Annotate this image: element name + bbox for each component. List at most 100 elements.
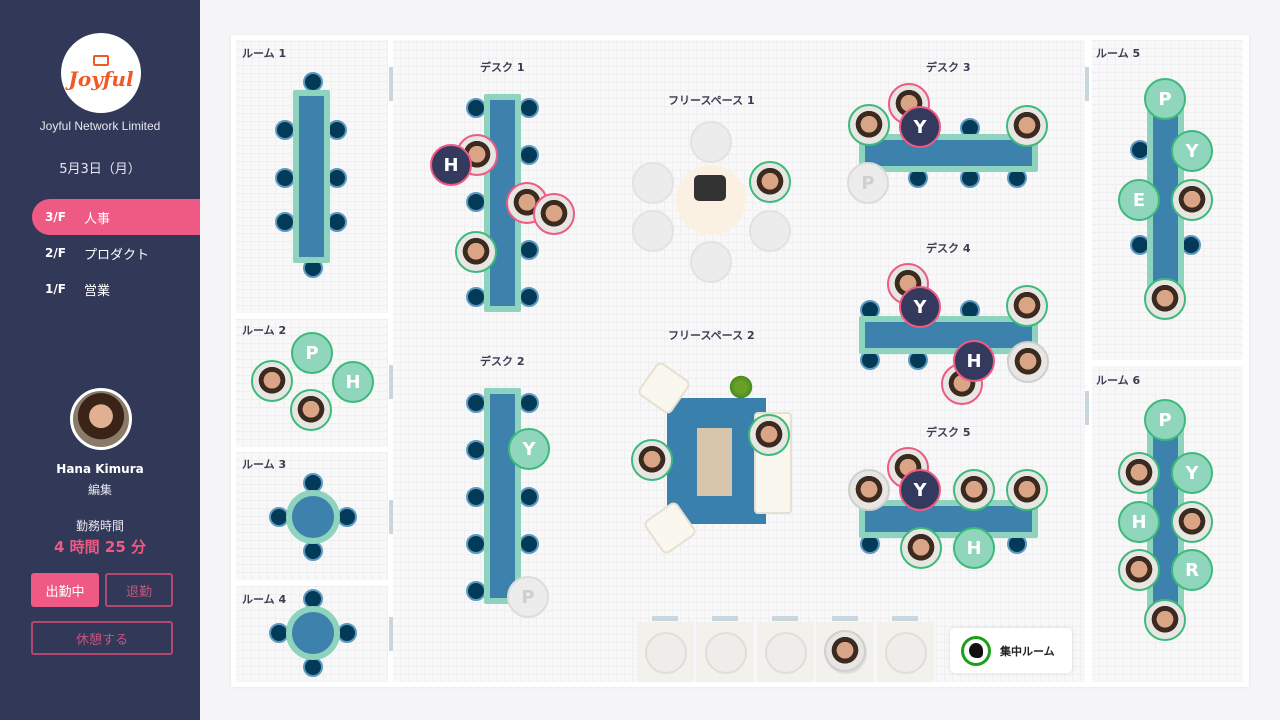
user-initial-avatar[interactable]: P: [507, 576, 549, 618]
chair[interactable]: [337, 623, 357, 643]
break-button[interactable]: 休憩する: [31, 621, 173, 655]
user-initial-avatar[interactable]: P: [291, 332, 333, 374]
user-avatar[interactable]: [900, 527, 942, 569]
chair[interactable]: [466, 487, 486, 507]
chair[interactable]: [466, 287, 486, 307]
empty-seat[interactable]: [632, 162, 674, 204]
user-avatar[interactable]: [749, 161, 791, 203]
clock-out-button[interactable]: 退勤: [105, 573, 173, 607]
user-initial-avatar[interactable]: P: [1144, 399, 1186, 441]
area-label: ルーム 1: [242, 47, 287, 60]
user-avatar[interactable]: [1006, 285, 1048, 327]
user-avatar[interactable]: [848, 469, 890, 511]
chair[interactable]: [303, 72, 323, 92]
empty-seat[interactable]: [749, 210, 791, 252]
chair[interactable]: [519, 240, 539, 260]
booth[interactable]: [757, 622, 814, 682]
user-avatar[interactable]: [953, 469, 995, 511]
user-initial-avatar[interactable]: Y: [1171, 130, 1213, 172]
chair[interactable]: [466, 192, 486, 212]
chair[interactable]: [327, 212, 347, 232]
chat-icon: [93, 55, 109, 66]
company-logo: Joyful: [61, 33, 141, 113]
user-initial-avatar[interactable]: H: [1118, 501, 1160, 543]
user-avatar[interactable]: [1006, 469, 1048, 511]
user-initial-avatar[interactable]: Y: [899, 469, 941, 511]
booth[interactable]: [697, 622, 754, 682]
chair[interactable]: [327, 120, 347, 140]
user-avatar[interactable]: [1118, 549, 1160, 591]
user-avatar[interactable]: [455, 231, 497, 273]
user-avatar[interactable]: [290, 389, 332, 431]
chair[interactable]: [275, 120, 295, 140]
work-time-label: 勤務時間: [75, 519, 124, 533]
door: [1085, 391, 1089, 425]
empty-seat[interactable]: [705, 632, 747, 674]
user-avatar[interactable]: [70, 388, 132, 450]
user-initial-avatar[interactable]: R: [1171, 549, 1213, 591]
empty-seat[interactable]: [690, 241, 732, 283]
chair[interactable]: [275, 168, 295, 188]
user-initial-avatar[interactable]: H: [953, 340, 995, 382]
empty-seat[interactable]: [765, 632, 807, 674]
user-avatar[interactable]: [824, 630, 866, 672]
chair[interactable]: [466, 581, 486, 601]
floor-number: 3/F: [45, 210, 66, 224]
chair[interactable]: [466, 98, 486, 118]
chair[interactable]: [275, 212, 295, 232]
chair[interactable]: [303, 541, 323, 561]
user-initial-avatar[interactable]: Y: [508, 428, 550, 470]
area-label: ルーム 4: [242, 593, 287, 606]
user-initial-avatar[interactable]: P: [847, 162, 889, 204]
chair[interactable]: [519, 145, 539, 165]
chair[interactable]: [1181, 235, 1201, 255]
chair[interactable]: [466, 534, 486, 554]
plant-icon: [728, 374, 754, 400]
user-initial-avatar[interactable]: H: [430, 144, 472, 186]
user-initial-avatar[interactable]: Y: [1171, 452, 1213, 494]
user-avatar[interactable]: [1007, 341, 1049, 383]
user-avatar[interactable]: [1144, 278, 1186, 320]
booth[interactable]: [637, 622, 694, 682]
chair[interactable]: [337, 507, 357, 527]
user-avatar[interactable]: [848, 104, 890, 146]
user-initial-avatar[interactable]: Y: [899, 106, 941, 148]
chair[interactable]: [466, 440, 486, 460]
chair[interactable]: [519, 487, 539, 507]
empty-seat[interactable]: [885, 632, 927, 674]
floor-number: 2/F: [45, 246, 66, 260]
chair[interactable]: [519, 287, 539, 307]
user-initial-avatar[interactable]: H: [953, 527, 995, 569]
empty-seat[interactable]: [632, 210, 674, 252]
user-avatar[interactable]: [1144, 599, 1186, 641]
area-label: ルーム 5: [1096, 47, 1141, 60]
user-avatar[interactable]: [251, 360, 293, 402]
area-label: デスク 1: [480, 61, 525, 74]
chair[interactable]: [519, 534, 539, 554]
chair[interactable]: [519, 393, 539, 413]
user-initial-avatar[interactable]: E: [1118, 179, 1160, 221]
chair[interactable]: [466, 393, 486, 413]
chair[interactable]: [327, 168, 347, 188]
focus-room-button[interactable]: 集中ルーム: [950, 628, 1072, 673]
chair[interactable]: [519, 98, 539, 118]
user-initial-avatar[interactable]: Y: [899, 286, 941, 328]
user-avatar[interactable]: [631, 439, 673, 481]
clock-in-button[interactable]: 出勤中: [31, 573, 99, 607]
chair[interactable]: [303, 657, 323, 677]
user-avatar[interactable]: [748, 414, 790, 456]
empty-seat[interactable]: [645, 632, 687, 674]
user-avatar[interactable]: [1118, 452, 1160, 494]
user-avatar[interactable]: [1171, 501, 1213, 543]
user-avatar[interactable]: [533, 193, 575, 235]
booth[interactable]: [877, 622, 934, 682]
user-initial-avatar[interactable]: P: [1144, 78, 1186, 120]
user-avatar[interactable]: [1006, 105, 1048, 147]
user-initial-avatar[interactable]: H: [332, 361, 374, 403]
empty-seat[interactable]: [690, 121, 732, 163]
user-avatar[interactable]: [1171, 179, 1213, 221]
